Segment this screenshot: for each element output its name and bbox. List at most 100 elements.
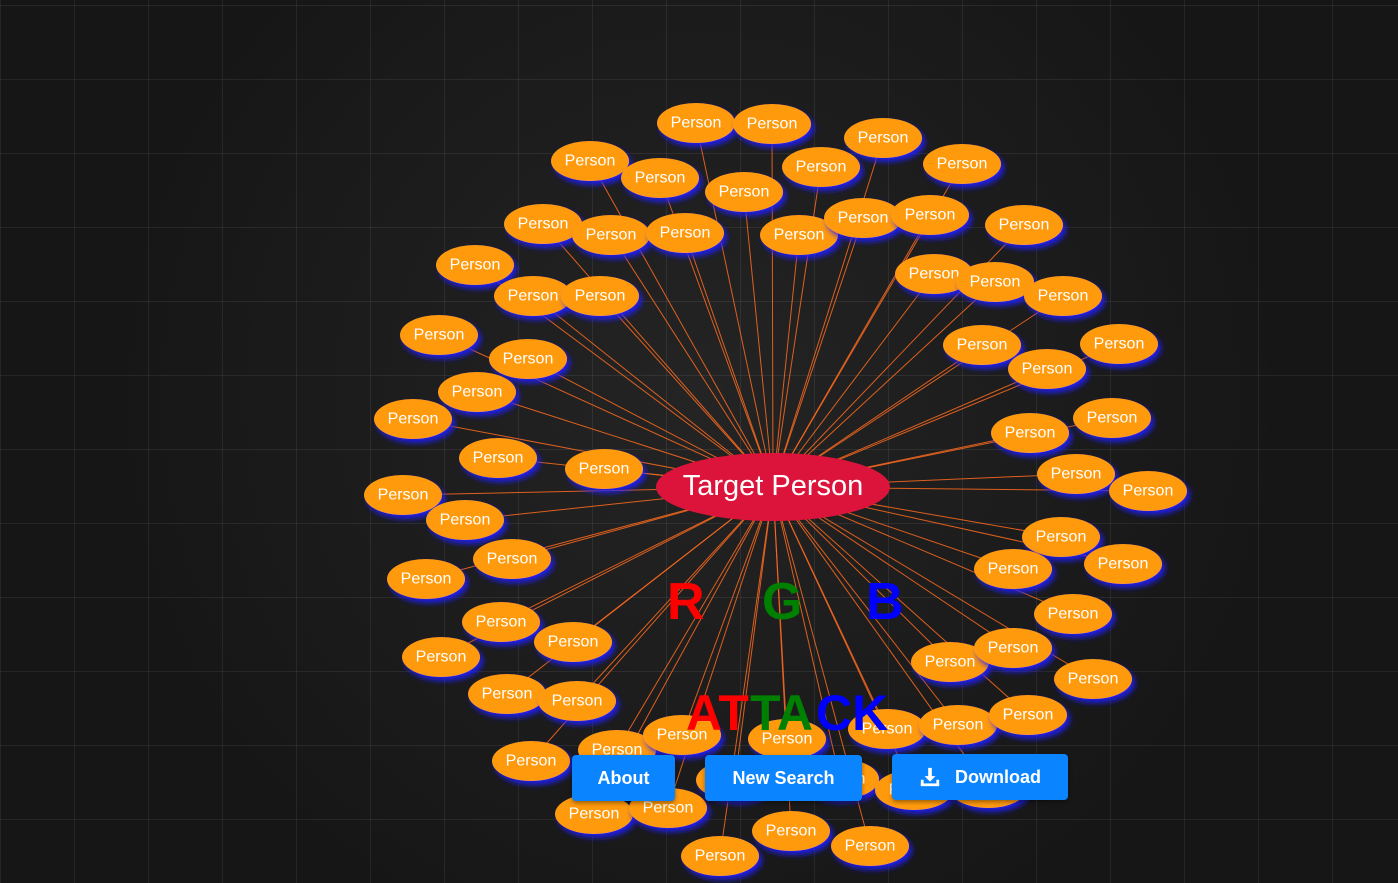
person-node-ellipse[interactable] (657, 103, 735, 143)
person-node-ellipse[interactable] (387, 559, 465, 599)
person-node[interactable]: Person (364, 475, 442, 515)
person-node[interactable]: Person (1022, 517, 1100, 557)
person-node[interactable]: Person (919, 705, 997, 745)
person-node-ellipse[interactable] (919, 705, 997, 745)
person-node-ellipse[interactable] (748, 719, 826, 759)
person-node-ellipse[interactable] (643, 715, 721, 755)
person-node-ellipse[interactable] (438, 372, 516, 412)
person-node-ellipse[interactable] (991, 413, 1069, 453)
person-node[interactable]: Person (459, 438, 537, 478)
person-node[interactable]: Person (643, 715, 721, 755)
person-node[interactable]: Person (705, 172, 783, 212)
person-node[interactable]: Person (561, 276, 639, 316)
person-node-ellipse[interactable] (494, 276, 572, 316)
person-node-ellipse[interactable] (989, 695, 1067, 735)
person-node-ellipse[interactable] (565, 449, 643, 489)
person-node-ellipse[interactable] (492, 741, 570, 781)
person-node[interactable]: Person (681, 836, 759, 876)
person-node-ellipse[interactable] (402, 637, 480, 677)
person-node-ellipse[interactable] (733, 104, 811, 144)
person-node-ellipse[interactable] (923, 144, 1001, 184)
person-node-ellipse[interactable] (956, 262, 1034, 302)
person-node-ellipse[interactable] (646, 213, 724, 253)
person-node[interactable]: Person (985, 205, 1063, 245)
person-node[interactable]: Person (402, 637, 480, 677)
person-node[interactable]: Person (844, 118, 922, 158)
person-node[interactable]: Person (1080, 324, 1158, 364)
person-node[interactable]: Person (1084, 544, 1162, 584)
person-node[interactable]: Person (1073, 398, 1151, 438)
person-node[interactable]: Person (943, 325, 1021, 365)
person-node-ellipse[interactable] (468, 674, 546, 714)
person-node-ellipse[interactable] (760, 215, 838, 255)
person-node[interactable]: Person (733, 104, 811, 144)
person-node[interactable]: Person (1024, 276, 1102, 316)
person-node[interactable]: Person (551, 141, 629, 181)
person-node[interactable]: Person (974, 549, 1052, 589)
person-node-ellipse[interactable] (1008, 349, 1086, 389)
person-node-ellipse[interactable] (782, 147, 860, 187)
person-node-ellipse[interactable] (621, 158, 699, 198)
person-node[interactable]: Person (565, 449, 643, 489)
person-node[interactable]: Person (473, 539, 551, 579)
person-node[interactable]: Person (462, 602, 540, 642)
person-node[interactable]: Person (891, 195, 969, 235)
person-node-ellipse[interactable] (426, 500, 504, 540)
person-node-ellipse[interactable] (572, 215, 650, 255)
person-node-ellipse[interactable] (551, 141, 629, 181)
person-node-ellipse[interactable] (1022, 517, 1100, 557)
person-node[interactable]: Person (1008, 349, 1086, 389)
person-node-ellipse[interactable] (462, 602, 540, 642)
person-node-ellipse[interactable] (1054, 659, 1132, 699)
person-node[interactable]: Person (504, 204, 582, 244)
person-node-ellipse[interactable] (374, 399, 452, 439)
person-node-ellipse[interactable] (555, 794, 633, 834)
person-node-ellipse[interactable] (400, 315, 478, 355)
person-node[interactable]: Person (752, 811, 830, 851)
person-node-ellipse[interactable] (1073, 398, 1151, 438)
person-node[interactable]: Person (748, 719, 826, 759)
person-node[interactable]: Person (657, 103, 735, 143)
person-node-ellipse[interactable] (911, 642, 989, 682)
person-node-ellipse[interactable] (538, 681, 616, 721)
person-node-ellipse[interactable] (473, 539, 551, 579)
person-node-ellipse[interactable] (848, 709, 926, 749)
download-button[interactable]: Download (892, 754, 1068, 800)
person-node[interactable]: Person (436, 245, 514, 285)
person-node[interactable]: Person (534, 622, 612, 662)
person-node[interactable]: Person (494, 276, 572, 316)
person-node[interactable]: Person (989, 695, 1067, 735)
person-node[interactable]: Person (831, 826, 909, 866)
person-node-ellipse[interactable] (974, 549, 1052, 589)
person-node[interactable]: Person (468, 674, 546, 714)
person-node-ellipse[interactable] (895, 254, 973, 294)
person-node-ellipse[interactable] (824, 198, 902, 238)
center-node-ellipse[interactable] (656, 453, 890, 521)
person-node-ellipse[interactable] (504, 204, 582, 244)
person-node[interactable]: Person (646, 213, 724, 253)
person-node-ellipse[interactable] (681, 836, 759, 876)
person-node-ellipse[interactable] (364, 475, 442, 515)
person-node[interactable]: Person (1054, 659, 1132, 699)
person-node[interactable]: Person (374, 399, 452, 439)
person-node-ellipse[interactable] (943, 325, 1021, 365)
person-node[interactable]: Person (974, 628, 1052, 668)
person-node-ellipse[interactable] (1024, 276, 1102, 316)
person-node[interactable]: Person (438, 372, 516, 412)
person-node-ellipse[interactable] (974, 628, 1052, 668)
new-search-button[interactable]: New Search (705, 755, 862, 801)
person-node-ellipse[interactable] (752, 811, 830, 851)
person-node-ellipse[interactable] (534, 622, 612, 662)
person-node[interactable]: Person (426, 500, 504, 540)
about-button[interactable]: About (572, 755, 675, 801)
person-node[interactable]: Person (621, 158, 699, 198)
person-node-ellipse[interactable] (844, 118, 922, 158)
person-node[interactable]: Person (760, 215, 838, 255)
person-node-ellipse[interactable] (831, 826, 909, 866)
person-node[interactable]: Person (991, 413, 1069, 453)
person-node-ellipse[interactable] (891, 195, 969, 235)
person-node[interactable]: Person (492, 741, 570, 781)
person-node[interactable]: Person (555, 794, 633, 834)
